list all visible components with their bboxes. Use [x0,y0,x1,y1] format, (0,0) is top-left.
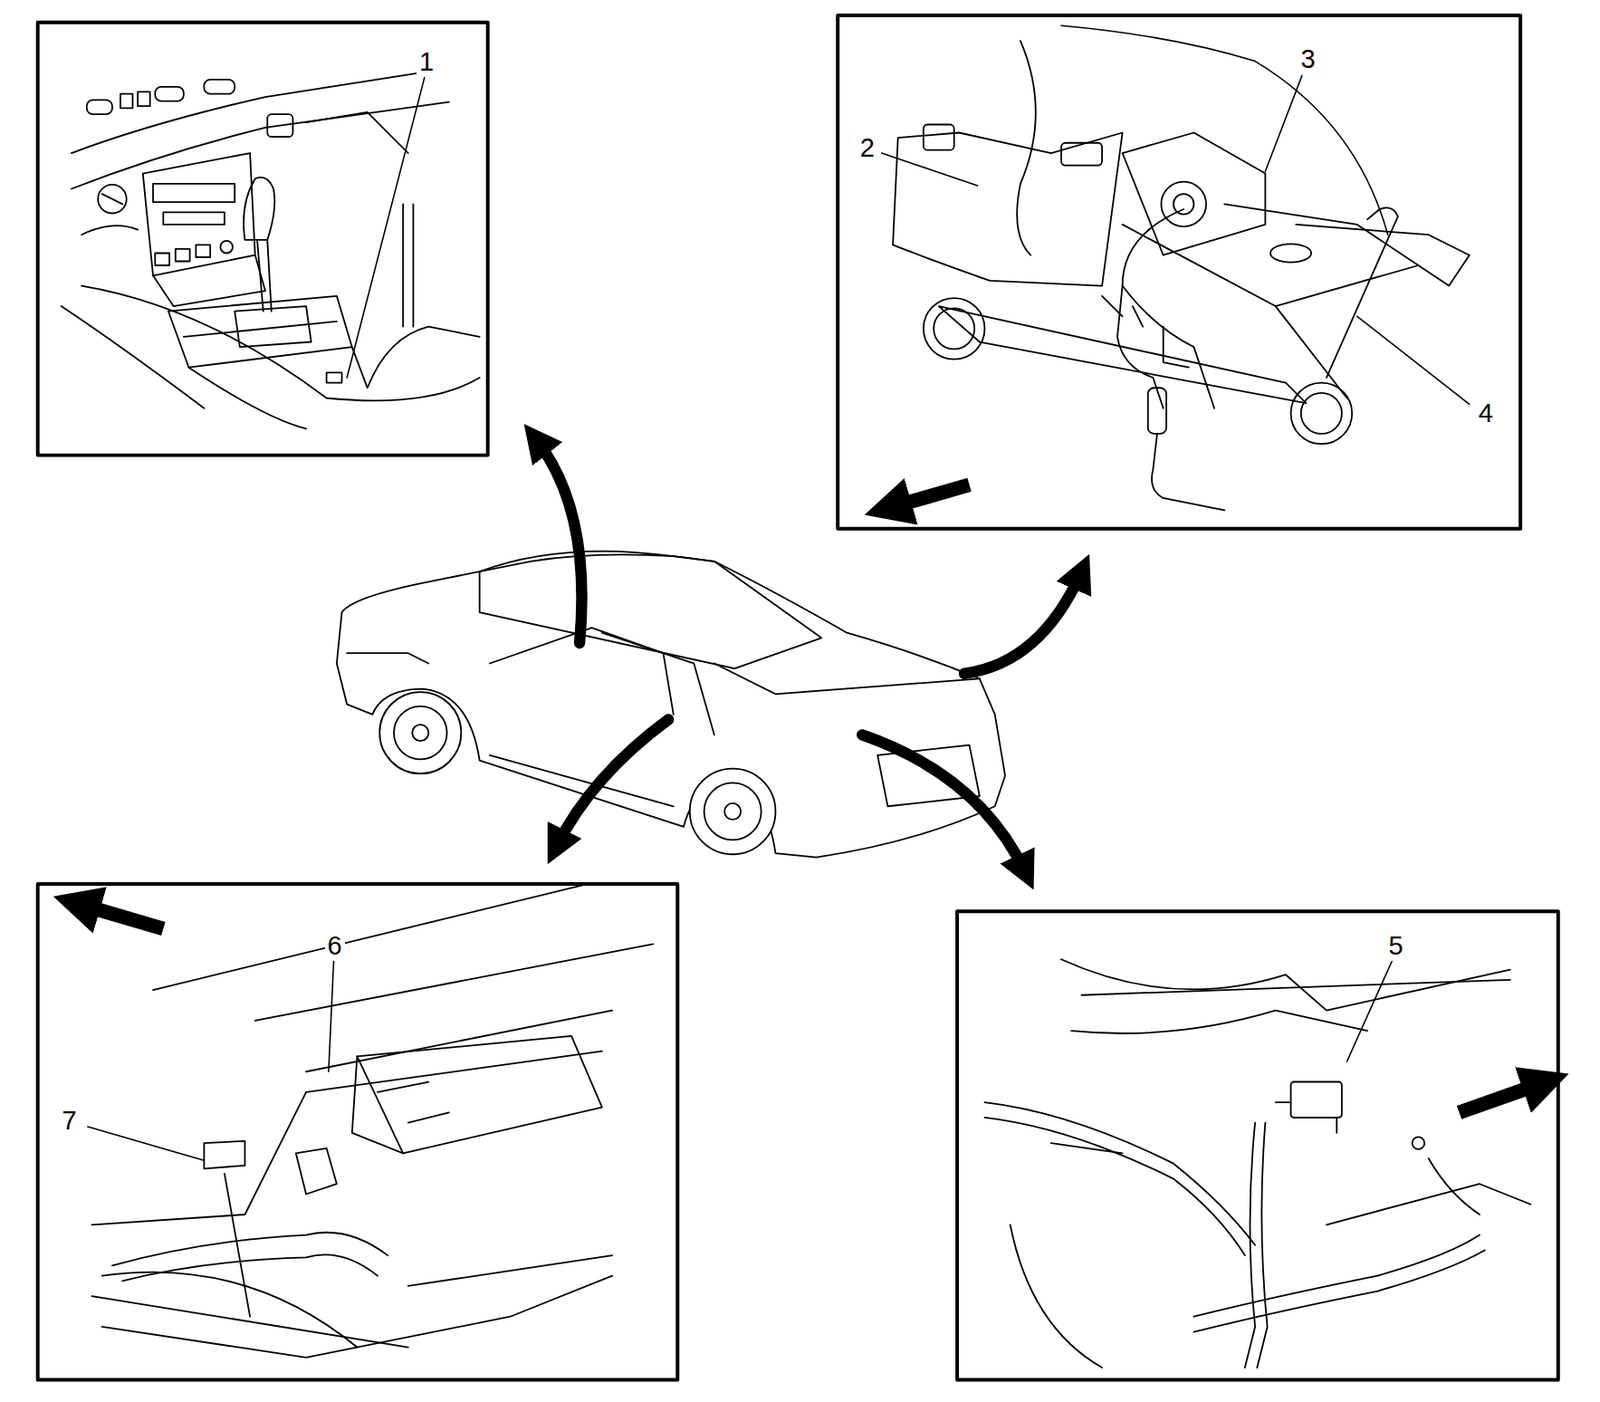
callout-number: 6 [325,930,345,959]
forward-arrow [887,484,969,508]
console-view [61,71,480,429]
view-frame [38,22,489,456]
suspension-view [892,25,1470,510]
view-frame [957,910,1559,1380]
callout-number: 4 [1475,399,1496,428]
view-frame [38,883,679,1380]
callout-number: 2 [857,134,878,163]
trunk-view [91,882,653,1358]
callout-number: 1 [416,47,437,76]
view-frame [837,15,1521,529]
callout-number: 7 [59,1106,80,1135]
car-illustration [336,551,1006,858]
callout-number: 5 [1386,930,1407,959]
location-arrow [536,439,1083,873]
forward-arrow [1458,1082,1546,1113]
leader-line [87,75,1470,1160]
rear-harness-view [984,958,1531,1368]
callout-number: 3 [1298,45,1319,74]
forward-arrow [76,902,164,929]
